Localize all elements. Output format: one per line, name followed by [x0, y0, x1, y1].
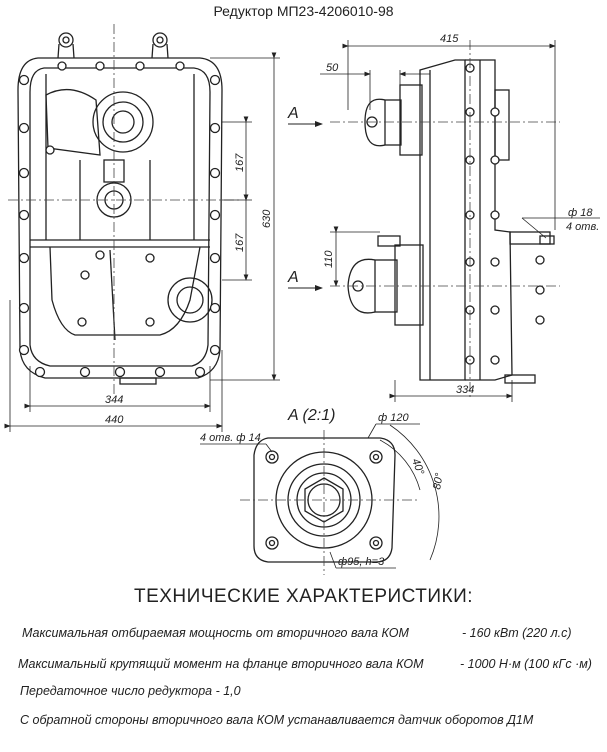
side-dim-bolt-18: ф 18 — [568, 207, 593, 219]
spec-line-4-label: С обратной стороны вторичного вала КОМ у… — [20, 713, 534, 727]
side-dim-4-holes: 4 отв. — [566, 221, 599, 233]
specs-heading: ТЕХНИЧЕСКИЕ ХАРАКТЕРИСТИКИ: — [133, 586, 473, 607]
detail-dim-holes: 4 отв. ф 14 — [200, 432, 261, 444]
lifting-eye-left — [57, 32, 75, 59]
detail-dim-pilot: ф95, h=3 — [338, 556, 385, 568]
side-dim-415: 415 — [440, 33, 459, 45]
spec-line-1-value: - 160 кВт (220 л.с) — [462, 626, 572, 640]
side-dim-110: 110 — [323, 250, 335, 268]
front-dim-167-top: 167 — [234, 153, 246, 172]
detail-dim-angle-80: 80° — [431, 471, 446, 490]
front-dim-440: 440 — [105, 414, 124, 426]
spec-line-2-label: Максимальный крутящий момент на фланце в… — [18, 657, 424, 671]
detail-dim-angle-40: 40° — [409, 457, 426, 477]
perimeter-bolts — [18, 61, 221, 378]
side-dim-334: 334 — [456, 384, 474, 396]
detail-dim-pcd: ф 120 — [378, 412, 409, 424]
front-dim-167-bottom: 167 — [234, 233, 246, 252]
arrow-label-a-top: A — [287, 105, 299, 122]
spec-line-3-label: Передаточное число редуктора - 1,0 — [20, 684, 241, 698]
side-view — [347, 59, 555, 384]
front-view — [17, 32, 223, 385]
drawing-title: Редуктор МП23-4206010-98 — [213, 3, 394, 19]
lifting-eye-right — [151, 32, 169, 59]
front-dim-344: 344 — [105, 394, 123, 406]
technical-drawing: 167 167 630 344 440 — [4, 24, 600, 575]
arrow-label-a-bottom: A — [287, 269, 299, 286]
side-dim-50: 50 — [326, 62, 339, 74]
front-dim-630: 630 — [261, 209, 273, 228]
spec-line-2-value: - 1000 Н·м (100 кГс ·м) — [460, 657, 592, 671]
spec-line-1-label: Максимальная отбираемая мощность от втор… — [22, 626, 409, 640]
detail-label: A (2:1) — [287, 407, 335, 424]
